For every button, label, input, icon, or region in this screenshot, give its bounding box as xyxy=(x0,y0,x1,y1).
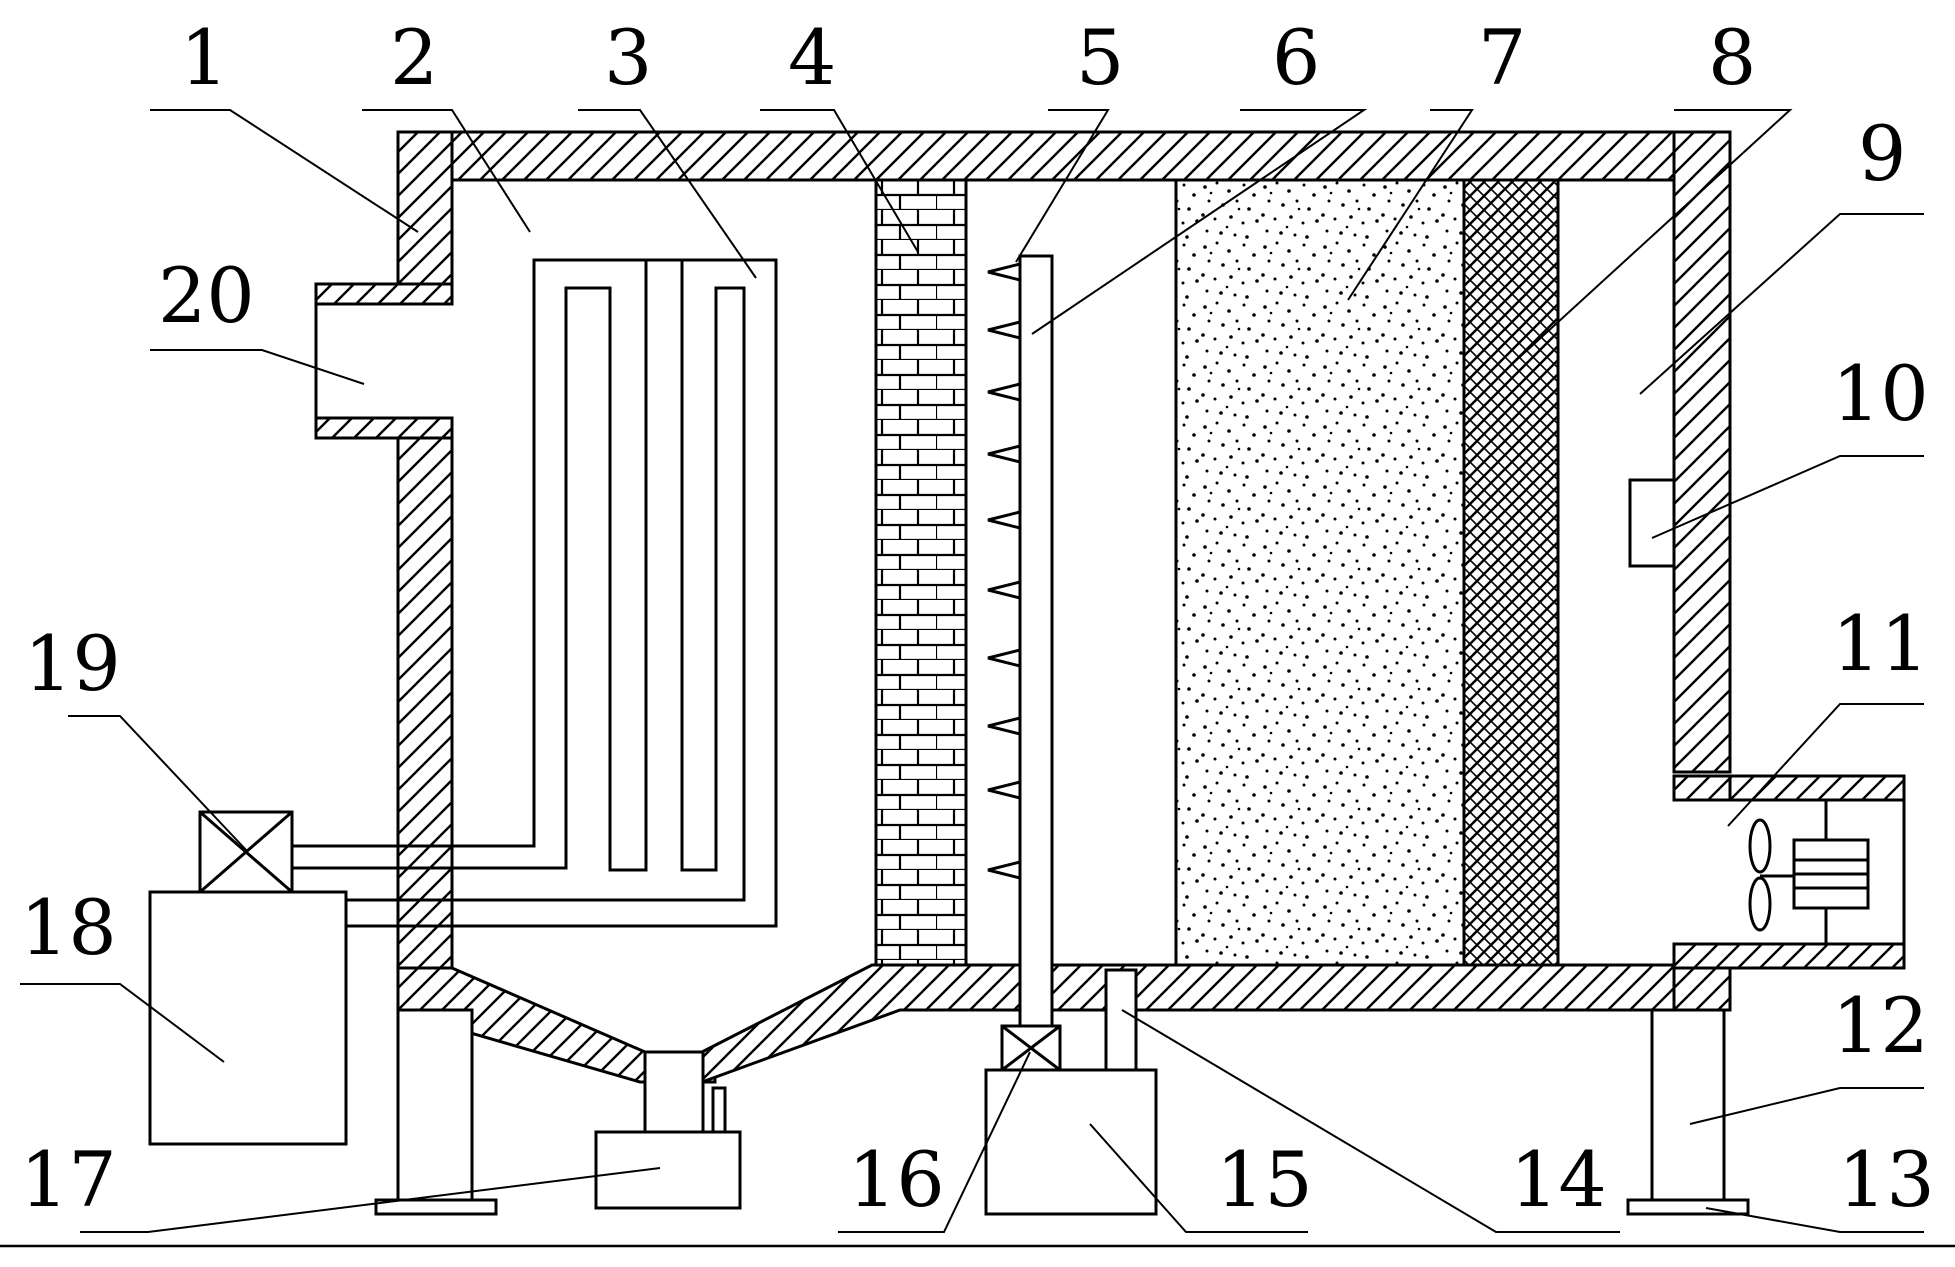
label-6: 6 xyxy=(1272,13,1320,102)
valve-icon xyxy=(198,810,294,894)
leader-lines xyxy=(20,109,1924,1233)
label-3: 3 xyxy=(604,13,652,102)
label-18: 18 xyxy=(20,883,117,972)
outlet-duct xyxy=(1672,774,1906,970)
serpentine-coil xyxy=(292,258,778,928)
drain-pump xyxy=(594,1050,742,1210)
callout-labels: 1 2 3 4 5 6 7 8 9 10 11 12 13 14 15 16 1… xyxy=(20,13,1935,1224)
label-10: 10 xyxy=(1832,349,1929,438)
label-17: 17 xyxy=(20,1135,117,1224)
sensor xyxy=(1628,478,1676,568)
label-1: 1 xyxy=(180,13,228,102)
label-2: 2 xyxy=(390,13,438,102)
inlet-pipe xyxy=(314,282,454,440)
label-9: 9 xyxy=(1858,109,1906,198)
label-15: 15 xyxy=(1216,1135,1313,1224)
reservoir-tank xyxy=(148,890,348,1146)
label-7: 7 xyxy=(1478,13,1526,102)
label-12: 12 xyxy=(1832,981,1929,1070)
feed-pipes xyxy=(292,844,398,928)
label-5: 5 xyxy=(1076,13,1124,102)
support-legs xyxy=(374,1008,1750,1216)
label-4: 4 xyxy=(788,13,836,102)
label-20: 20 xyxy=(158,251,255,340)
granular-filter xyxy=(1174,178,1466,967)
spike-shaft xyxy=(987,254,1054,1028)
mesh-filter xyxy=(1462,178,1560,967)
label-11: 11 xyxy=(1832,599,1929,688)
label-14: 14 xyxy=(1510,1135,1607,1224)
fan-icon xyxy=(1748,800,1870,944)
label-8: 8 xyxy=(1708,13,1756,102)
brick-filter xyxy=(874,178,968,967)
label-16: 16 xyxy=(848,1135,945,1224)
label-13: 13 xyxy=(1838,1135,1935,1224)
label-19: 19 xyxy=(24,619,121,708)
